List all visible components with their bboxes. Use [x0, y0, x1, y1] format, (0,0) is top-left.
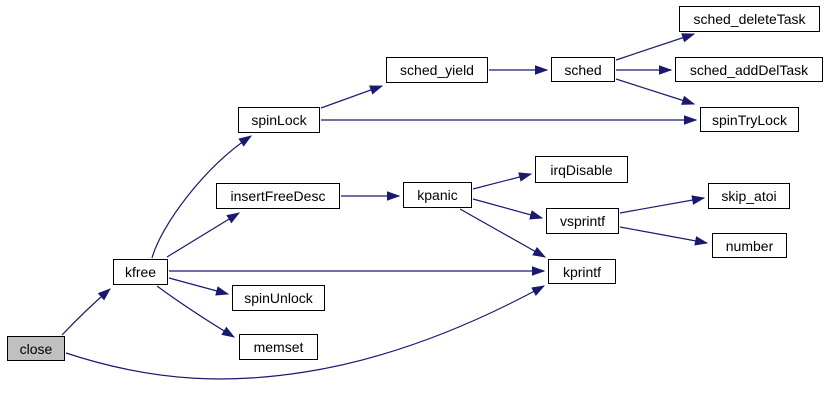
node-close: close [7, 336, 65, 361]
node-spinLock[interactable]: spinLock [238, 107, 320, 133]
edge-close-kprintf [65, 285, 546, 380]
edge-sched-sched_deleteTask [615, 33, 696, 61]
edge-kpanic-vsprintf [472, 198, 544, 220]
node-memset[interactable]: memset [239, 334, 318, 360]
edge-kpanic-kprintf [459, 208, 547, 258]
edge-kfree-spinUnlock [168, 277, 230, 296]
node-vsprintf[interactable]: vsprintf [546, 208, 619, 234]
edge-close-kfree [61, 288, 111, 336]
node-irqDisable[interactable]: irqDisable [535, 156, 628, 183]
node-sched_deleteTask[interactable]: sched_deleteTask [679, 6, 820, 32]
node-spinTryLock[interactable]: spinTryLock [700, 107, 799, 132]
edge-vsprintf-number [619, 226, 709, 246]
edge-kpanic-irqDisable [472, 172, 533, 190]
node-kprintf[interactable]: kprintf [548, 259, 616, 284]
node-sched[interactable]: sched [551, 57, 615, 82]
node-kfree[interactable]: kfree [113, 259, 168, 285]
node-number[interactable]: number [712, 233, 787, 258]
node-kpanic[interactable]: kpanic [403, 182, 472, 208]
node-spinUnlock[interactable]: spinUnlock [232, 285, 325, 311]
node-sched_yield[interactable]: sched_yield [386, 57, 488, 83]
node-insertFreeDesc[interactable]: insertFreeDesc [216, 183, 340, 209]
edge-kfree-spinLock [151, 135, 252, 259]
node-sched_addDelTask[interactable]: sched_addDelTask [675, 57, 823, 82]
node-skip_atoi[interactable]: skip_atoi [708, 183, 790, 209]
edge-sched-spinTryLock [615, 78, 696, 105]
edge-vsprintf-skip_atoi [619, 195, 706, 214]
edge-kfree-memset [156, 285, 236, 338]
edge-kfree-insertFreeDesc [166, 212, 241, 258]
edge-spinLock-sched_yield [320, 85, 384, 109]
